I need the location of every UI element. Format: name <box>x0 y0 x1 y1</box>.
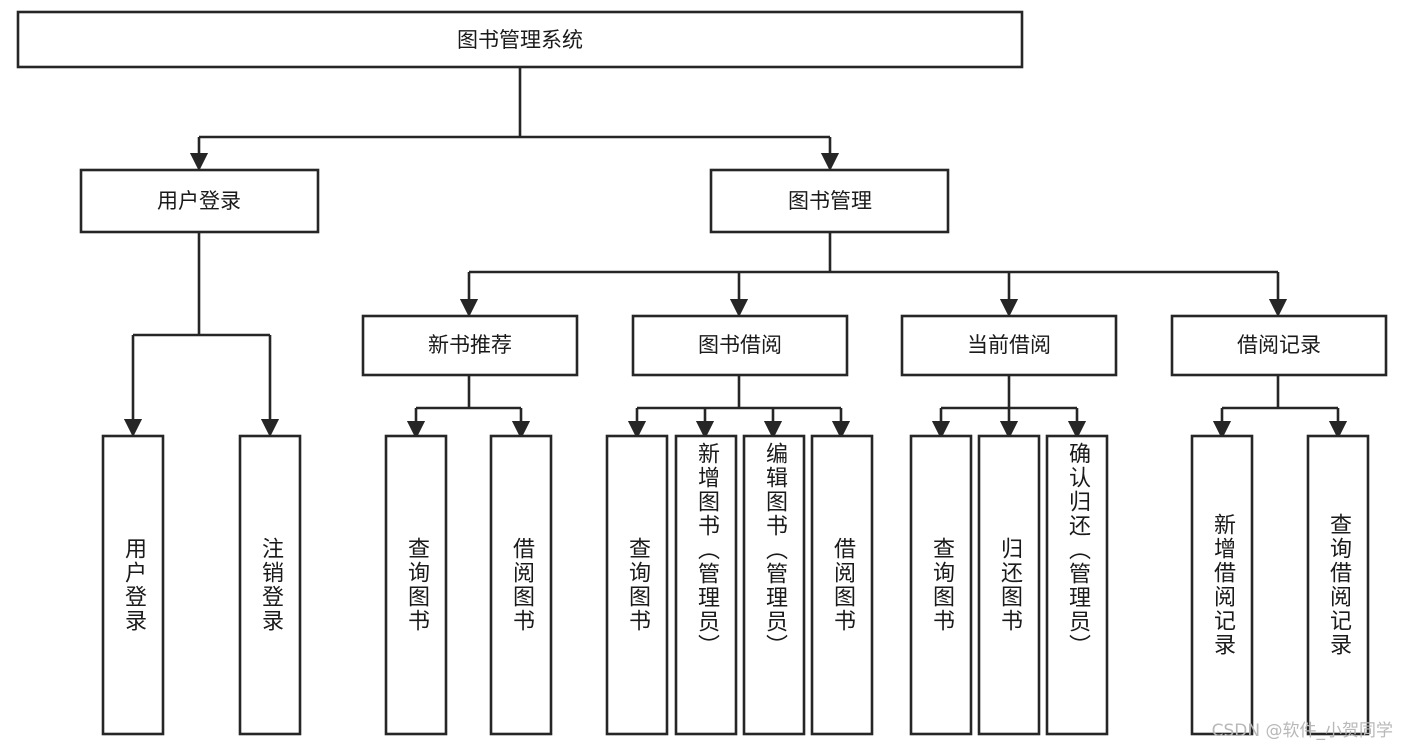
leaf-group-user-login <box>101 434 302 736</box>
node-book-borrow-box[interactable] <box>631 314 849 377</box>
node-borrow-record-box[interactable] <box>1170 314 1388 377</box>
node-user-login-box[interactable] <box>79 168 320 234</box>
leaf-group-borrow-record <box>1190 434 1370 736</box>
csdn-watermark: CSDN @软件_小贺同学 <box>1211 721 1393 741</box>
node-current-borrow-box[interactable] <box>900 314 1118 377</box>
connector-group-root <box>189 67 840 172</box>
leaf-box-new-book-0[interactable] <box>384 434 448 736</box>
node-current-borrow-label: 当前借阅 <box>967 333 1051 357</box>
leaf-box-new-book-1[interactable] <box>489 434 553 736</box>
leaf-box-book-borrow-1[interactable] <box>674 434 738 736</box>
node-user-login[interactable]: 用户登录 <box>79 168 320 234</box>
leaf-group-current-borrow <box>909 434 1109 736</box>
connector-group-book-borrow <box>627 375 851 440</box>
connector-group-current-borrow <box>931 375 1087 440</box>
node-root-label: 图书管理系统 <box>457 28 583 52</box>
node-current-borrow[interactable]: 当前借阅 <box>900 314 1118 377</box>
node-user-login-label: 用户登录 <box>157 189 241 213</box>
leaf-box-borrow-record-0[interactable] <box>1190 434 1254 736</box>
node-book-borrow-label: 图书借阅 <box>698 333 782 357</box>
connector-group-borrow-record <box>1212 375 1348 440</box>
node-book-manage-box[interactable] <box>709 168 950 234</box>
connector-group-user-login <box>123 232 280 438</box>
node-book-manage[interactable]: 图书管理 <box>709 168 950 234</box>
leaf-group-book-borrow <box>605 434 874 736</box>
node-root[interactable]: 图书管理系统 <box>16 10 1024 69</box>
connector-group-book-manage <box>459 232 1288 318</box>
node-book-borrow[interactable]: 图书借阅 <box>631 314 849 377</box>
leaf-box-book-borrow-2[interactable] <box>742 434 806 736</box>
leaf-box-user-login-0[interactable] <box>101 434 165 736</box>
leaf-box-borrow-record-1[interactable] <box>1306 434 1370 736</box>
leaf-box-book-borrow-3[interactable] <box>810 434 874 736</box>
leaf-box-user-login-1[interactable] <box>238 434 302 736</box>
leaf-box-current-borrow-0[interactable] <box>909 434 973 736</box>
connector-group-new-book <box>406 375 531 440</box>
node-borrow-record[interactable]: 借阅记录 <box>1170 314 1388 377</box>
node-new-book-recommend-label: 新书推荐 <box>428 333 512 357</box>
node-new-book-recommend[interactable]: 新书推荐 <box>361 314 579 377</box>
leaf-box-book-borrow-0[interactable] <box>605 434 669 736</box>
node-new-book-recommend-box[interactable] <box>361 314 579 377</box>
leaf-group-new-book-recommend <box>384 434 553 736</box>
leaf-box-current-borrow-2[interactable] <box>1045 434 1109 736</box>
node-root-box[interactable] <box>16 10 1024 69</box>
leaf-box-current-borrow-1[interactable] <box>977 434 1041 736</box>
node-borrow-record-label: 借阅记录 <box>1237 333 1321 357</box>
node-book-manage-label: 图书管理 <box>788 189 872 213</box>
